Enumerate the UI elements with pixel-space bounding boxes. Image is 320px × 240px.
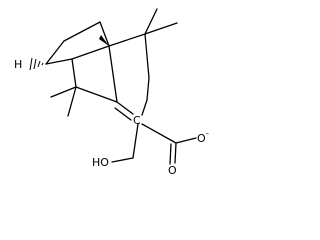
bond (108, 33, 146, 47)
bond-skeleton (45, 8, 197, 165)
atom-label-oxygen-anion: O (197, 132, 206, 145)
bond (144, 33, 150, 79)
bond (99, 21, 110, 47)
atom-label-c: C (133, 114, 141, 127)
atom-label-carbonyl-oxygen: O (168, 164, 177, 177)
bond (141, 123, 177, 144)
double-bond (116, 101, 134, 115)
bond (45, 58, 73, 65)
methyl-bond (50, 86, 77, 98)
methyl-bond (144, 8, 158, 35)
structure-canvas: H C O - O HO (14, 8, 209, 177)
bond (132, 123, 139, 159)
bond (146, 77, 150, 101)
double-bond (114, 107, 132, 121)
bond (108, 45, 118, 103)
hashed-wedge-bond (29, 57, 44, 71)
methyl-bond (67, 86, 77, 117)
bond (71, 58, 77, 88)
bond (75, 86, 118, 103)
bond (111, 157, 134, 163)
atom-label-hydroxyl: HO (92, 156, 109, 169)
double-bond (169, 143, 172, 165)
bond (63, 21, 101, 42)
charge-minus: - (206, 129, 209, 138)
double-bond (174, 142, 177, 164)
wedge-bond (99, 35, 109, 46)
bond (141, 99, 148, 116)
atom-label-h: H (14, 58, 22, 71)
bond (175, 137, 197, 144)
bond (71, 45, 110, 60)
bond (45, 40, 65, 65)
methyl-bond (144, 22, 178, 35)
